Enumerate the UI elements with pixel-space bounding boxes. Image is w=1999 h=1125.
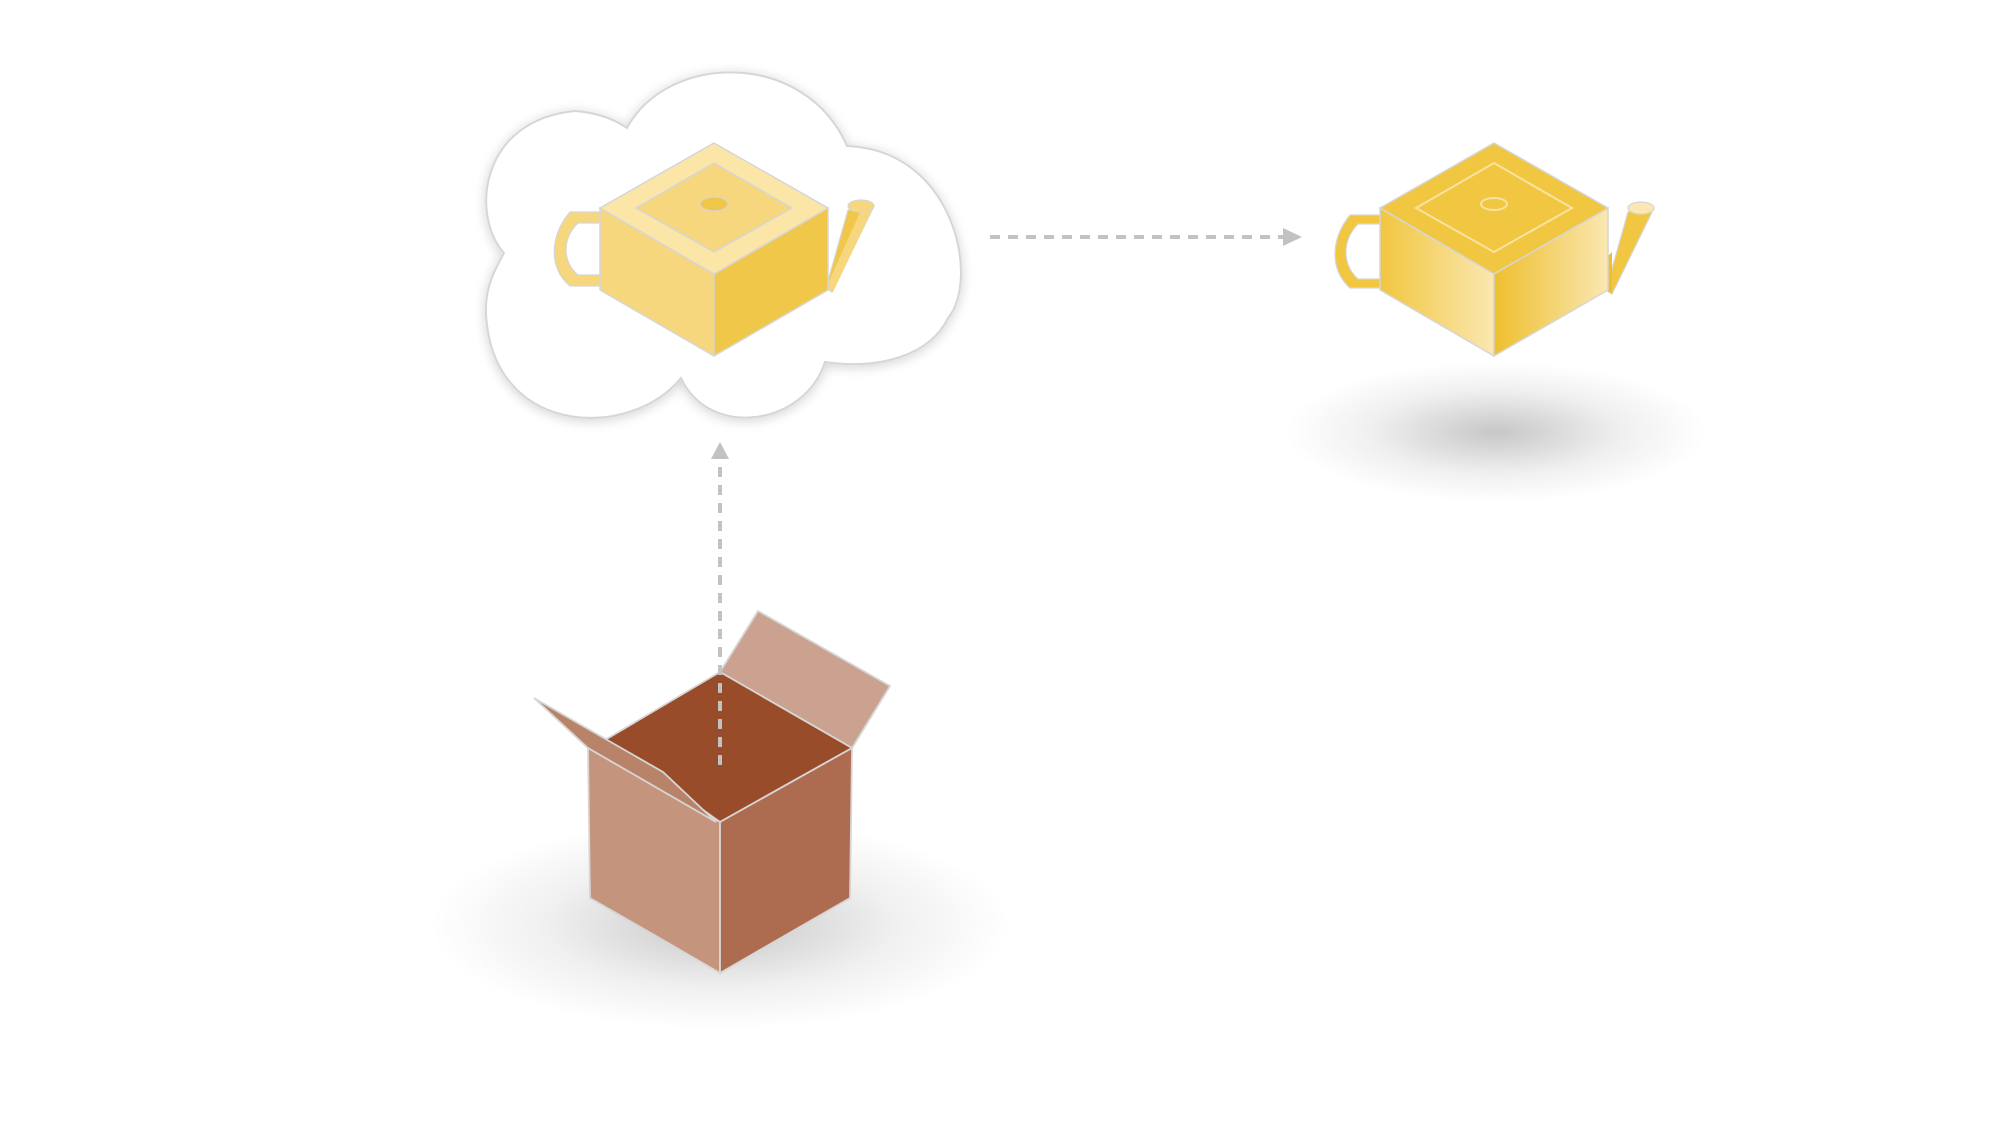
- real-teapot-icon: [1334, 142, 1656, 358]
- dashed-arrow-up: [711, 442, 729, 765]
- open-box-icon: [533, 609, 892, 975]
- dashed-arrow-right: [990, 228, 1302, 246]
- real-teapot-shadow: [1286, 362, 1706, 502]
- ideal-teapot-icon: [553, 142, 876, 358]
